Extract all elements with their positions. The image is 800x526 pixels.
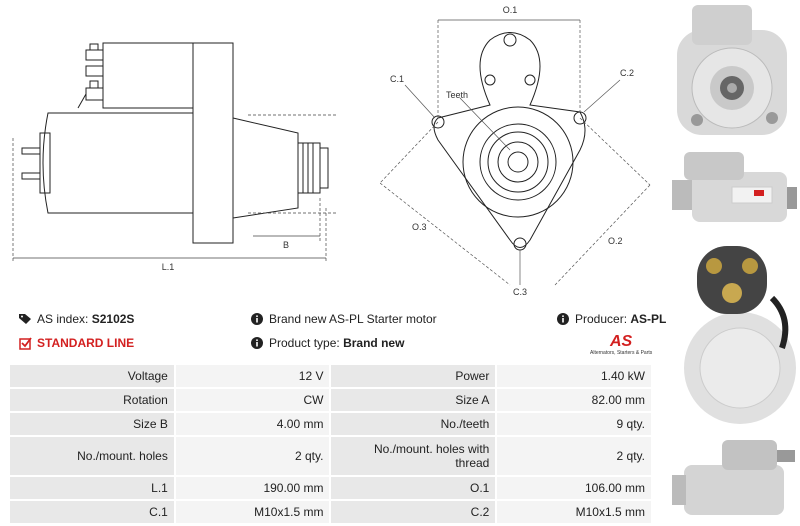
logo-tagline: Alternators, Starters & Parts — [590, 350, 653, 356]
table-row: C.1 M10x1.5 mm C.2 M10x1.5 mm — [10, 500, 653, 525]
spec-key: No./teeth — [330, 412, 498, 437]
product-photo-rear — [662, 238, 800, 428]
dim-b-label: B — [283, 240, 289, 250]
teeth-label: Teeth — [446, 90, 468, 100]
dim-c3-label: C.3 — [513, 287, 527, 297]
brand-info: Brand new AS-PL Starter motor — [250, 312, 437, 326]
spec-value: 2 qty. — [496, 436, 653, 477]
product-type: Product type: Brand new — [250, 336, 404, 350]
spec-value: M10x1.5 mm — [174, 500, 332, 525]
as-index: AS index: S2102S — [18, 312, 134, 326]
producer: Producer: AS-PL — [556, 312, 666, 326]
spec-value: 4.00 mm — [174, 412, 332, 437]
logo-text: AS — [609, 333, 633, 350]
dim-o2-label: O.2 — [608, 236, 623, 246]
info-icon — [556, 312, 570, 326]
table-row: Rotation CW Size A 82.00 mm — [10, 388, 653, 413]
as-pl-logo: AS Alternators, Starters & Parts — [590, 330, 656, 356]
product-photo-top — [662, 430, 800, 526]
side-view-drawing: A B L.1 — [12, 42, 338, 272]
dim-l1-label: L.1 — [162, 262, 175, 272]
spec-key: Rotation — [10, 388, 176, 413]
spec-key: Voltage — [10, 365, 176, 389]
spec-value: 1.40 kW — [496, 365, 653, 389]
producer-label: Producer: — [575, 312, 628, 326]
product-photo-front — [662, 0, 800, 140]
spec-key: Power — [330, 365, 498, 389]
table-row: No./mount. holes 2 qty. No./mount. holes… — [10, 436, 653, 477]
spec-value: 190.00 mm — [174, 476, 332, 501]
info-icon — [250, 336, 264, 350]
spec-value: CW — [174, 388, 332, 413]
as-index-value: S2102S — [91, 312, 135, 326]
checkbox-icon — [18, 336, 32, 350]
spec-key: Size A — [330, 388, 498, 413]
dim-c1-label: C.1 — [390, 74, 404, 84]
spec-value: 12 V — [174, 365, 332, 389]
spec-value: M10x1.5 mm — [496, 500, 653, 525]
table-row: Size B 4.00 mm No./teeth 9 qty. — [10, 412, 653, 437]
standard-line: STANDARD LINE — [18, 336, 134, 350]
spec-key: L.1 — [10, 476, 176, 501]
spec-value: 9 qty. — [496, 412, 653, 437]
brand-text: Brand new AS-PL Starter motor — [269, 312, 437, 326]
product-type-value: Brand new — [343, 336, 405, 350]
product-type-label: Product type: — [269, 336, 340, 350]
table-row: Voltage 12 V Power 1.40 kW — [10, 365, 653, 389]
info-icon — [250, 312, 264, 326]
standard-line-text: STANDARD LINE — [37, 336, 135, 350]
spec-table: Voltage 12 V Power 1.40 kW Rotation CW S… — [10, 365, 653, 525]
spec-key: No./mount. holes with thread — [330, 436, 498, 477]
table-row: L.1 190.00 mm O.1 106.00 mm — [10, 476, 653, 501]
dim-o1-label: O.1 — [503, 5, 518, 15]
spec-value: 106.00 mm — [496, 476, 653, 501]
tag-icon — [18, 312, 32, 326]
spec-key: Size B — [10, 412, 176, 437]
dim-o3-label: O.3 — [412, 222, 427, 232]
spec-value: 82.00 mm — [496, 388, 653, 413]
dim-c2-label: C.2 — [620, 68, 634, 78]
spec-key: C.2 — [330, 500, 498, 525]
product-photo-side — [662, 142, 800, 234]
spec-key: No./mount. holes — [10, 436, 176, 477]
spec-key: C.1 — [10, 500, 176, 525]
spec-value: 2 qty. — [174, 436, 332, 477]
front-view-drawing: O.1 C.1 C.2 Teeth O.3 O.2 C.3 — [380, 5, 651, 297]
as-index-label: AS index: — [37, 312, 89, 326]
spec-key: O.1 — [330, 476, 498, 501]
producer-value: AS-PL — [630, 312, 667, 326]
